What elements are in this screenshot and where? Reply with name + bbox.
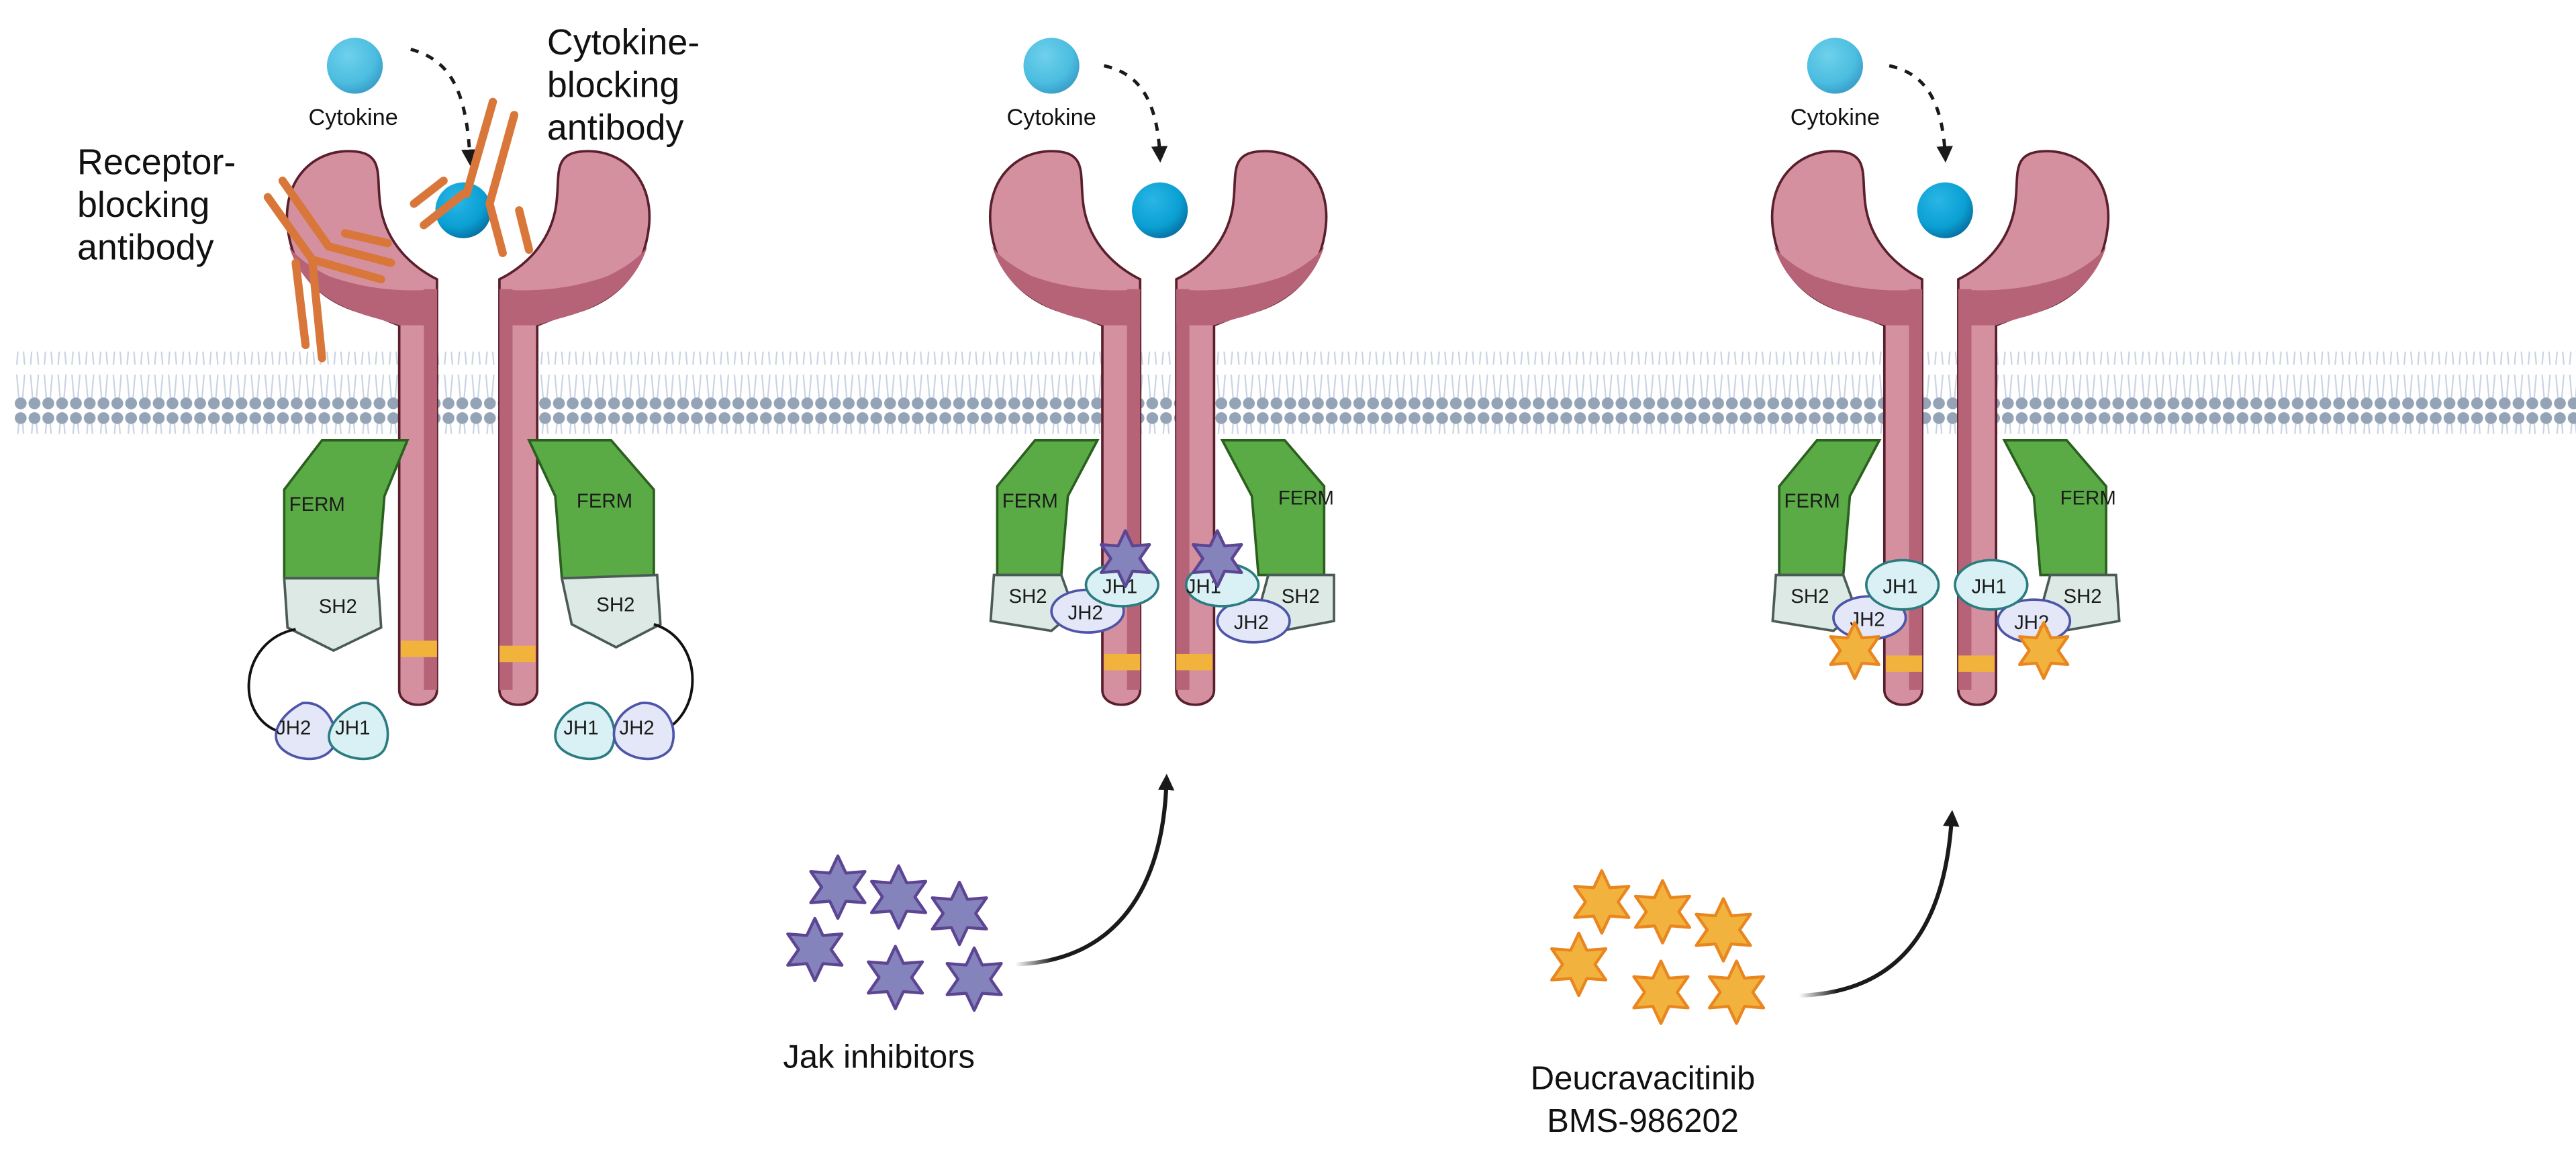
svg-text:JH1: JH1 <box>1102 575 1137 597</box>
svg-text:JH2: JH2 <box>1234 612 1269 634</box>
svg-text:FERM: FERM <box>577 490 632 512</box>
svg-text:JH1: JH1 <box>563 717 598 739</box>
drug-molecule-star-icon <box>1707 959 1766 1025</box>
cytokine-label: Cytokine <box>308 105 397 130</box>
cytokine-label: Cytokine <box>1791 105 1880 130</box>
receptor-blocking-label-line2: blocking <box>77 185 210 225</box>
drug-molecule-star-icon <box>809 854 867 920</box>
svg-text:JH1: JH1 <box>1971 575 2006 597</box>
svg-text:FERM: FERM <box>1784 490 1840 512</box>
receptor-blocking-label-line1: Receptor- <box>77 142 236 182</box>
jh2-domain <box>275 702 336 761</box>
svg-text:SH2: SH2 <box>596 593 634 616</box>
drug-molecule-star-icon <box>1573 869 1631 935</box>
cytokine-free <box>1023 38 1080 94</box>
cell-membrane <box>13 351 2576 434</box>
jak-left: FERM SH2 JH2 JH1 <box>989 439 1160 634</box>
svg-text:SH2: SH2 <box>2064 585 2102 608</box>
dashed-arrow <box>1889 64 1953 163</box>
jh2-domain <box>612 702 675 761</box>
drug-molecule-star-icon <box>1632 959 1690 1025</box>
receptor-blocking-antibody <box>263 177 395 363</box>
sh2-domain <box>560 573 662 649</box>
jak-right: FERM SH2 JH1 JH2 <box>527 439 694 761</box>
svg-text:SH2: SH2 <box>1791 585 1829 608</box>
svg-text:SH2: SH2 <box>1282 585 1320 608</box>
sh2-domain <box>283 577 383 653</box>
cytokine-label: Cytokine <box>1006 105 1096 130</box>
drug-molecule-star-icon <box>931 880 988 947</box>
panel-deucravacitinib: Cytokine FERM SH2 JH2 JH1 FERM SH2 JH2 J… <box>1531 38 2121 1139</box>
cytokine-blocking-antibody <box>410 97 534 257</box>
jak-left: FERM SH2 JH2 JH1 <box>1771 439 1940 640</box>
deucravacitinib-label-line1: Deucravacitinib <box>1531 1060 1756 1096</box>
panel-antibody-blockade: Cytokine Cytokine- blocking antibody Rec… <box>77 22 700 761</box>
drug-molecule-star-icon <box>786 916 844 983</box>
drug-molecule-star-icon <box>1633 879 1692 945</box>
svg-text:JH1: JH1 <box>335 717 370 739</box>
panel-jak-inhibitors: Cytokine FERM SH2 JH2 JH1 FERM SH2 JH2 J… <box>783 38 1335 1075</box>
svg-text:FERM: FERM <box>289 493 345 516</box>
drug-molecule-star-icon <box>1100 529 1151 588</box>
receptor-chain-left <box>285 150 438 706</box>
jh1-domain <box>328 702 389 761</box>
dashed-arrow <box>410 48 478 166</box>
linker <box>247 628 296 734</box>
svg-text:JH2: JH2 <box>620 717 655 739</box>
cytokine-blocking-label-line3: antibody <box>547 107 684 148</box>
drug-molecule-star-icon <box>1550 931 1608 998</box>
svg-text:SH2: SH2 <box>319 595 357 618</box>
drug-molecule-star-icon <box>945 946 1003 1012</box>
jak-inhibitors-label: Jak inhibitors <box>783 1039 975 1075</box>
jak-inhibitor-molecules <box>786 854 1003 1012</box>
jak-inhibitors-bound <box>1100 529 1243 588</box>
jak-left: FERM SH2 JH2 JH1 <box>247 439 410 761</box>
cytokine-blocking-label-line1: Cytokine- <box>547 22 700 62</box>
cytokine-bound <box>1132 182 1188 238</box>
deucravacitinib-bound <box>1829 621 2070 680</box>
drug-molecule-star-icon <box>1695 897 1752 963</box>
receptor-chain-right <box>498 150 651 706</box>
deucravacitinib-molecules <box>1550 869 1766 1025</box>
svg-text:FERM: FERM <box>1278 487 1334 509</box>
drug-molecule-star-icon <box>867 945 924 1010</box>
svg-text:JH1: JH1 <box>1882 575 1917 597</box>
jak-right: FERM SH2 JH2 JH1 <box>1954 439 2121 644</box>
cytokine-bound <box>1917 182 1973 238</box>
cytokine-bound <box>435 182 491 238</box>
cytokine-free <box>1807 38 1863 94</box>
drug-molecule-star-icon <box>869 864 928 930</box>
dashed-arrow <box>1103 64 1168 163</box>
receptor-blocking-label-line3: antibody <box>77 228 214 268</box>
svg-text:FERM: FERM <box>1002 490 1058 512</box>
drug-molecule-star-icon <box>1192 529 1243 588</box>
curved-arrow <box>1799 810 1960 998</box>
svg-text:SH2: SH2 <box>1008 585 1047 608</box>
cytokine-free <box>326 38 383 94</box>
cytokine-blocking-label-line2: blocking <box>547 64 680 105</box>
jak-right: FERM SH2 JH2 JH1 <box>1184 439 1335 644</box>
svg-text:JH2: JH2 <box>1068 602 1103 624</box>
jh1-domain <box>554 702 616 761</box>
svg-text:JH2: JH2 <box>276 717 311 739</box>
drug-molecule-star-icon <box>1829 621 1880 680</box>
curved-arrow <box>1015 773 1175 967</box>
deucravacitinib-label-line2: BMS-986202 <box>1547 1103 1739 1139</box>
svg-text:FERM: FERM <box>2060 487 2116 509</box>
drug-molecule-star-icon <box>2017 621 2070 680</box>
